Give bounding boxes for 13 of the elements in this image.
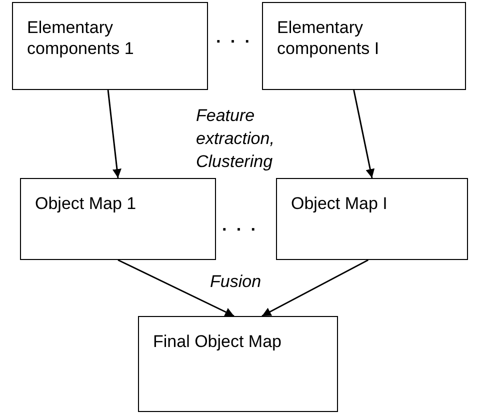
- arrow: [118, 259, 234, 317]
- process-box: Object Map I: [276, 178, 468, 260]
- arrow: [107, 90, 122, 178]
- process-box: Elementary components 1: [12, 2, 208, 90]
- ellipsis-label: · · ·: [216, 31, 254, 53]
- process-box: Final Object Map: [138, 316, 338, 412]
- ellipsis-label: · · ·: [222, 219, 260, 241]
- arrow: [353, 90, 375, 178]
- process-box: Object Map 1: [20, 178, 216, 260]
- annotation-text: Feature extraction, Clustering: [196, 105, 276, 173]
- annotation-text: Fusion: [210, 271, 262, 293]
- process-box: Elementary components I: [262, 2, 466, 90]
- arrow: [262, 259, 368, 317]
